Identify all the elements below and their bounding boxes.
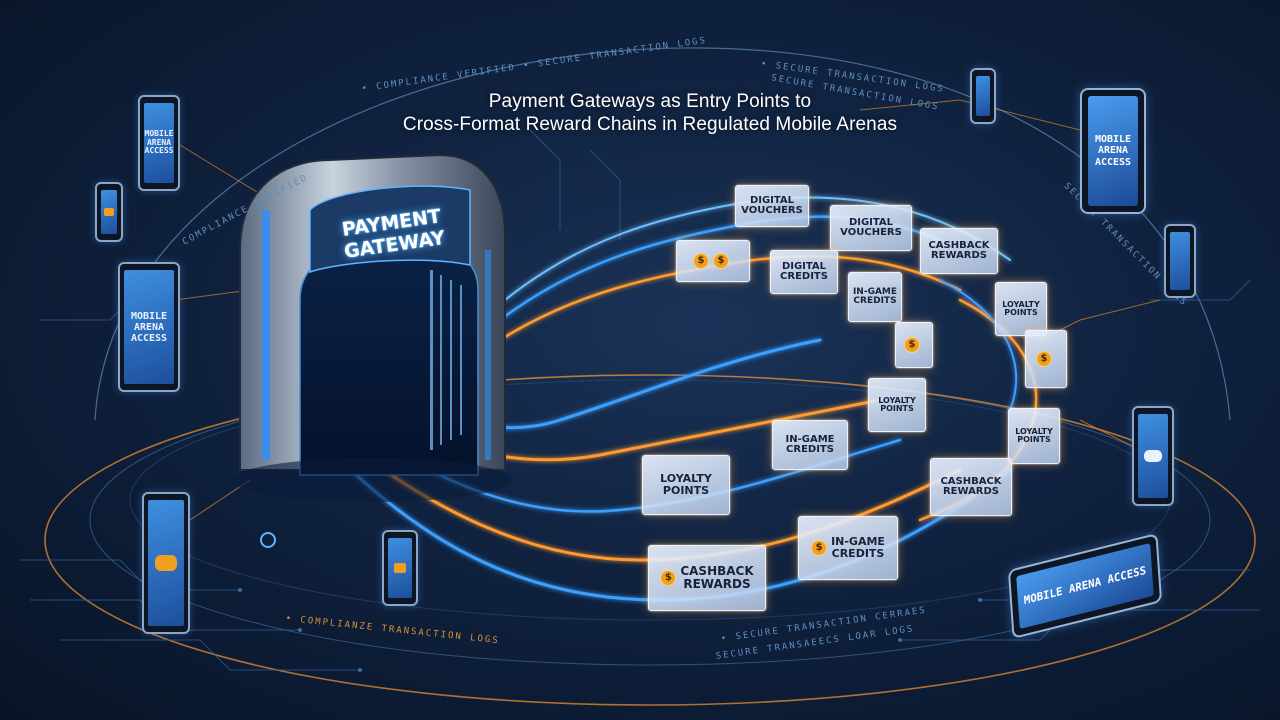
coin-icon: $ xyxy=(1036,351,1052,367)
title-line-1: Payment Gateways as Entry Points to xyxy=(488,91,812,112)
phone-left: Mobile Arena Access xyxy=(118,262,180,392)
phone-bottom-center xyxy=(382,530,418,606)
phone-right-screen xyxy=(1170,232,1190,290)
reward-card-in-game-credits-mid: In-GameCredits xyxy=(772,420,848,470)
wallet-icon: $ xyxy=(693,253,709,269)
phone-right xyxy=(1164,224,1196,298)
phone-top-left-screen: Mobile Arena Access xyxy=(144,103,174,183)
reward-card-digital-credits: DigitalCredits xyxy=(770,250,838,294)
gamepad-icon xyxy=(155,555,177,571)
phone-bottom-left xyxy=(142,492,190,634)
reward-card-loyalty-points-right: LoyaltyPoints xyxy=(995,282,1047,336)
phone-top-right-small-screen xyxy=(976,76,990,116)
reward-card-coin: $ xyxy=(895,322,933,368)
circuit-traces xyxy=(20,129,1260,671)
phone-bottom-left-screen xyxy=(148,500,184,626)
reward-card-cashback-rewards-top: CashbackRewards xyxy=(920,228,998,274)
phone-bottom-center-screen xyxy=(388,538,412,598)
phone-small-left-screen xyxy=(101,190,117,234)
reward-card-loyalty-points-mid: LoyaltyPoints xyxy=(868,378,926,432)
tablet-right-screen: Mobile Arena Access xyxy=(1088,96,1138,206)
phone-right-lower-screen xyxy=(1138,414,1168,498)
reward-card-cashback-rewards-right: CashbackRewards xyxy=(930,458,1012,516)
reward-card-in-game-credits-front: $In-GameCredits xyxy=(798,516,898,580)
coin-icon: $ xyxy=(904,337,920,353)
coin-icon: $ xyxy=(660,570,677,586)
reward-card-digital-vouchers-2: DigitalVouchers xyxy=(830,205,912,251)
reward-card-loyalty-points-far: LoyaltyPoints xyxy=(1008,408,1060,464)
reward-card-cashback-rewards-front: $CashbackRewards xyxy=(648,545,766,611)
dome-outline xyxy=(94,47,1231,421)
tablet-right: Mobile Arena Access xyxy=(1080,88,1146,214)
phone-right-lower xyxy=(1132,406,1174,506)
gateway-arch xyxy=(232,153,512,502)
phone-top-left: Mobile Arena Access xyxy=(138,95,180,191)
reward-card-wallet-icon: $$ xyxy=(676,240,750,282)
reward-card-loyalty-points-front: LoyaltyPoints xyxy=(642,455,730,515)
wallet-icon xyxy=(394,563,406,573)
floor-ring-outer xyxy=(44,374,1256,706)
phone-left-screen: Mobile Arena Access xyxy=(124,270,174,384)
reward-card-coin-right: $ xyxy=(1025,330,1067,388)
phone-top-right-small xyxy=(970,68,996,124)
coin-icon: $ xyxy=(713,253,729,269)
phone-small-left xyxy=(95,182,123,242)
title-line-2: Cross-Format Reward Chains in Regulated … xyxy=(402,114,898,135)
reward-card-digital-vouchers-1: DigitalVouchers xyxy=(735,185,809,227)
reward-card-in-game-credits-top: In-GameCredits xyxy=(848,272,902,322)
coin-icon: $ xyxy=(811,540,828,556)
gamepad-icon xyxy=(1144,450,1162,462)
diagram-title: Payment Gateways as Entry Points to Cros… xyxy=(370,90,930,136)
